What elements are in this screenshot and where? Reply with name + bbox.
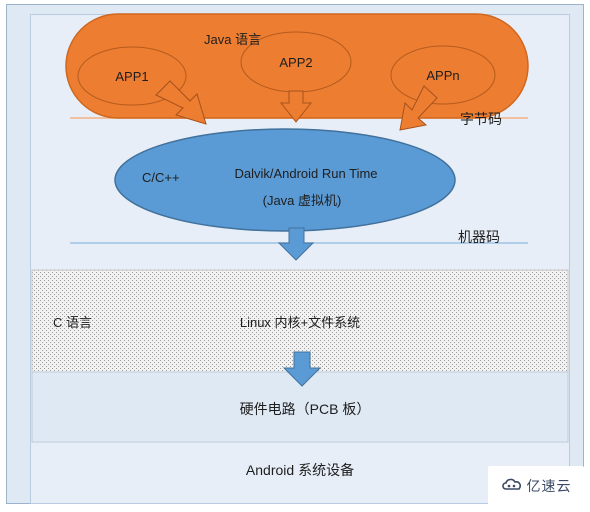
hardware-label: 硬件电路（PCB 板） — [240, 401, 371, 417]
app2-arrow — [279, 90, 313, 123]
watermark: 亿速云 — [488, 466, 584, 506]
app1-label: APP1 — [115, 69, 148, 84]
machine-code-label: 机器码 — [458, 229, 500, 245]
kernel-arrow — [282, 351, 322, 387]
kernel-left-label: C 语言 — [53, 315, 92, 330]
runtime-arrow — [277, 227, 315, 261]
device-label: Android 系统设备 — [246, 462, 354, 478]
kernel-name: Linux 内核+文件系统 — [240, 315, 360, 330]
appn-label: APPn — [426, 68, 459, 83]
appn-ellipse — [390, 45, 496, 105]
bytecode-label: 字节码 — [460, 111, 502, 127]
cloud-logo-icon — [501, 476, 523, 497]
runtime-ellipse — [114, 128, 456, 232]
appn-arrow — [399, 85, 438, 131]
watermark-text: 亿速云 — [526, 479, 572, 495]
app1-ellipse — [77, 46, 187, 106]
runtime-name: Dalvik/Android Run Time — [234, 166, 377, 181]
java-layer-title: Java 语言 — [204, 32, 261, 47]
app1-arrow — [155, 80, 207, 125]
runtime-sub: (Java 虚拟机) — [263, 193, 342, 208]
kernel-band — [31, 269, 569, 373]
runtime-left-label: C/C++ — [142, 170, 180, 185]
app2-label: APP2 — [279, 55, 312, 70]
